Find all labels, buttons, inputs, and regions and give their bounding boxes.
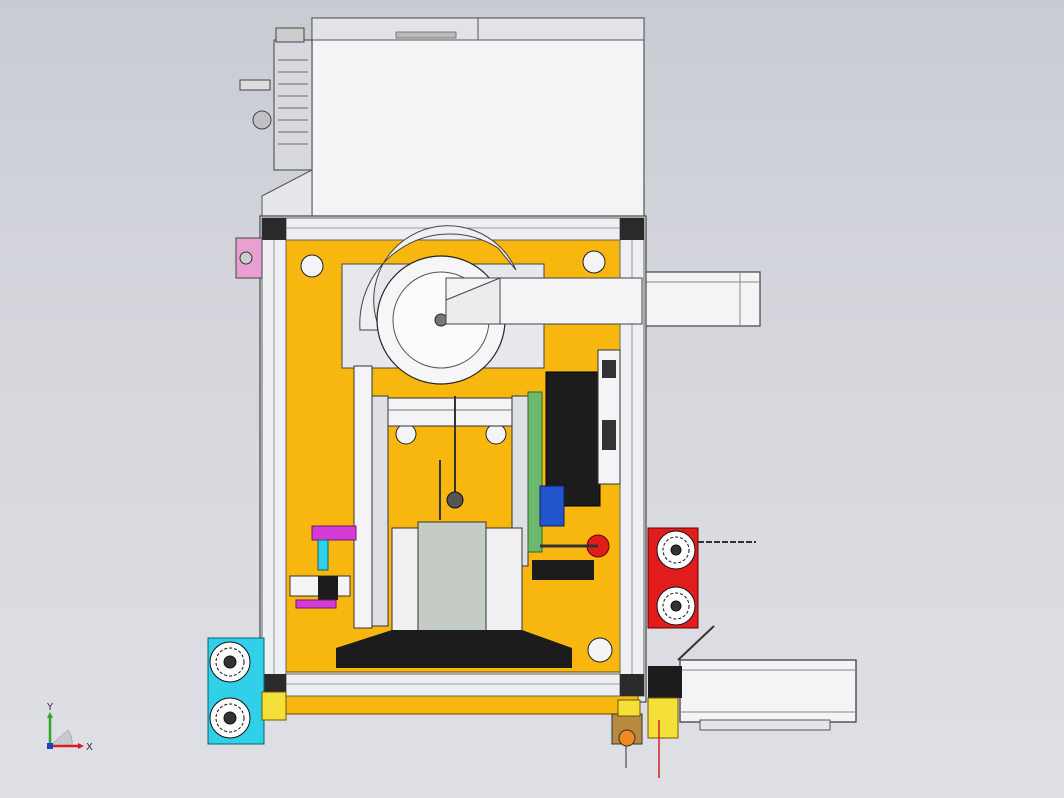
side-valve (235, 237, 263, 279)
electrical-panel (539, 349, 621, 527)
connector-ribs (278, 59, 308, 145)
triad-y-label: Y (46, 702, 54, 713)
rotary-feeder (341, 225, 643, 385)
gear-upper (209, 641, 251, 683)
top-housing (239, 17, 645, 219)
triad-x-label: X (86, 742, 93, 753)
lower-assembly (289, 521, 610, 668)
orientation-triad: X Y (46, 702, 93, 753)
bottom-right-module (611, 625, 857, 778)
right-gear-assembly (647, 527, 756, 629)
plate-holes (300, 250, 613, 663)
left-gear-assembly (207, 637, 287, 745)
right-conveyor-arm (639, 271, 761, 327)
gantry (353, 365, 543, 629)
triad-z-axis (47, 743, 53, 749)
gear-lower (209, 697, 251, 739)
